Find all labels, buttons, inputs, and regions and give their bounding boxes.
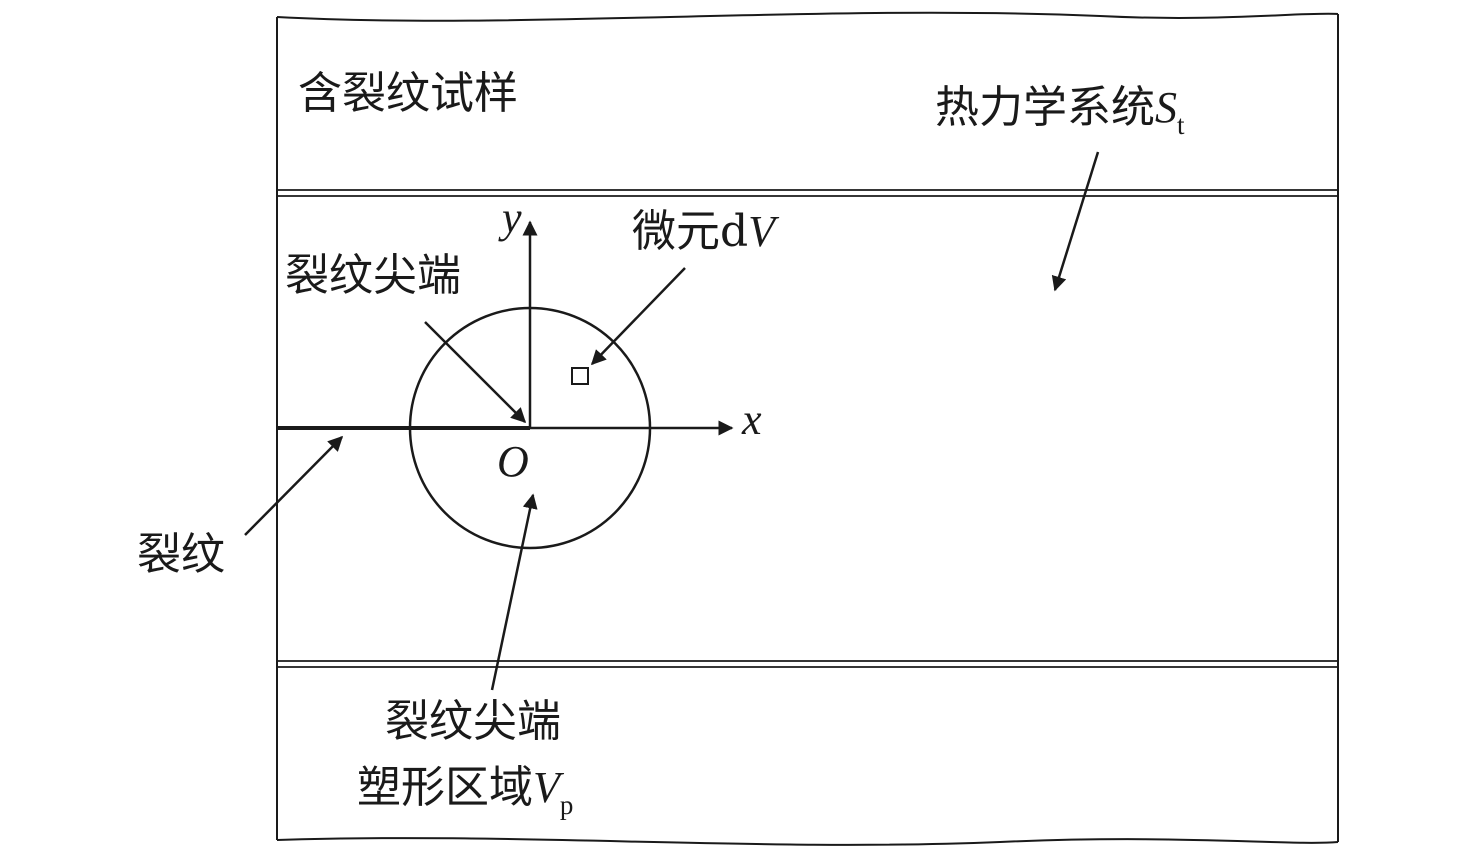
plastic-zone-subscript: p bbox=[559, 790, 574, 820]
plastic-zone-label-line2: 塑形区域Vp bbox=[357, 763, 573, 819]
arrow-to-system bbox=[1051, 151, 1100, 292]
arrow-to-crack-tip bbox=[424, 321, 527, 424]
crack-tip-label: 裂纹尖端 bbox=[285, 250, 461, 301]
crack-label: 裂纹 bbox=[137, 529, 225, 580]
system-boundary-bottom bbox=[277, 660, 1338, 668]
plastic-zone-label-line1: 裂纹尖端 bbox=[385, 696, 561, 747]
origin-label: O bbox=[497, 437, 529, 486]
thermo-system-label: 热力学系统St bbox=[935, 83, 1185, 139]
thermo-system-subscript: t bbox=[1177, 110, 1185, 140]
thermo-system-symbol: S bbox=[1155, 83, 1177, 132]
arrow-to-element bbox=[590, 267, 686, 366]
system-boundary-top bbox=[277, 189, 1338, 197]
thermo-system-text: 热力学系统 bbox=[935, 82, 1155, 133]
plastic-zone-text: 塑形区域 bbox=[357, 762, 533, 813]
arrow-to-crack bbox=[244, 435, 344, 536]
volume-element-square bbox=[571, 367, 589, 385]
arrow-to-plastic-zone bbox=[490, 493, 538, 691]
specimen-top-edge bbox=[276, 11, 1339, 22]
y-axis-label: y bbox=[502, 193, 522, 242]
plastic-zone-symbol: V bbox=[533, 763, 560, 812]
volume-element-symbol: V bbox=[748, 207, 776, 256]
x-axis-label: x bbox=[742, 395, 762, 444]
volume-element-text: 微元d bbox=[632, 206, 749, 257]
specimen-label: 含裂纹试样 bbox=[298, 68, 518, 119]
volume-element-label: 微元dV bbox=[632, 210, 775, 254]
specimen-bottom-edge bbox=[276, 837, 1339, 846]
